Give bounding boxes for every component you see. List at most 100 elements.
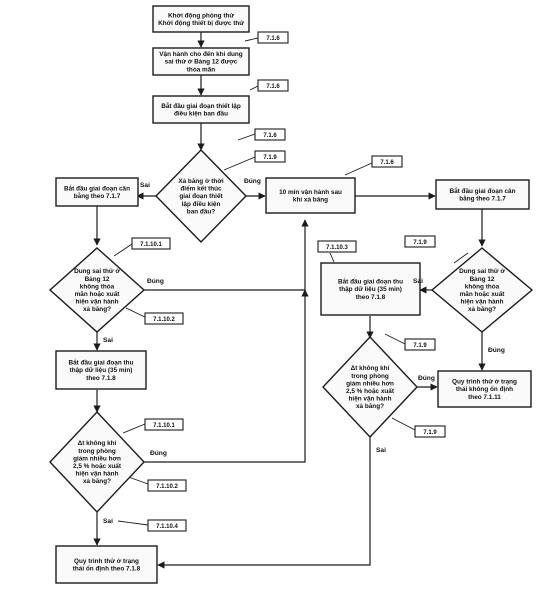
reference-text: 7.1.6 [266,36,280,42]
label-dung-tol-right: Đúng [488,347,505,354]
reference-text: 7.1.6 [263,133,277,139]
node-text-line: điểm kết thúc [180,185,222,193]
process-box [55,177,139,207]
node-text-line: xả băng? [83,306,111,313]
label-dung-defrost: Đúng [244,178,261,185]
reference-text: 7.1.6 [380,160,394,166]
reference-text: 7.1.10.3 [326,245,348,251]
decision-diamond [322,335,418,439]
node-text-line: xả băng? [468,306,496,313]
label-sai-tol-left: Sai [103,337,113,344]
node-text-line: thái ổn định theo 7.1.8 [73,565,141,573]
label-dung-temp-mid: Đúng [418,375,435,382]
node-text-line: xả băng? [83,478,111,485]
node-text-line: hiện vận hành [76,471,119,478]
node-text-line: Bảng 12 [470,276,495,283]
node-text-line: Bắt đầu giai đoạn cân [64,183,130,192]
edge-temp-left-dung-to-10min [143,289,309,463]
node-text-line: mãn hoặc xuất [460,290,506,298]
reference-text: 7.1.10.1 [153,423,175,429]
reference-tag: 7.1.9 [254,150,286,163]
node-text-line: Bắt đầu giai đoạn cân [449,186,515,195]
label-sai-tol-right: Sai [413,278,423,285]
node-text-line: ban đầu? [187,206,215,215]
node-text-line: theo 7.1.11 [468,394,501,401]
node-text-line: Khởi động thiết bị được thử [158,19,244,27]
node-text-line: thập dữ liệu (35 min) [339,286,402,293]
decision-diamond [155,148,247,244]
node-text-line: Xả băng ở thời [178,178,224,185]
reference-text: 7.1.6 [266,84,280,90]
label-sai-temp-left: Sai [103,518,113,525]
node-text-line: hiện vận hành [461,299,504,306]
node-text-line: điều kiện ban đầu [174,109,228,118]
branch-labels: Sai Đúng Đúng Sai Sai Đúng Đúng Sai Đúng… [103,178,505,525]
node-text-line: khi xả băng [293,197,328,204]
process-box [152,47,250,76]
decision-diamond [48,247,146,333]
process-box [55,545,158,584]
reference-tag: 7.1.10.2 [144,312,184,325]
process-box [320,262,421,316]
process-box [55,350,147,390]
reference-text: 7.1.10.2 [156,484,178,490]
label-dung-tol-left: Đúng [147,278,164,285]
node-text-line: Δt không khí [78,440,117,447]
section-reference-tags: 7.1.6 7.1.6 7.1.6 7.1.9 7.1.6 7.1.10.1 7.1.10.… [131,31,446,532]
node-text-line: theo 7.1.8 [356,294,386,301]
node-text-line: trong phòng [351,373,389,380]
reference-tag: 7.1.9 [404,235,436,248]
reference-tag: 7.1.6 [254,128,286,141]
reference-tag: 7.1.10.3 [317,240,357,253]
node-text-line: thỏa mãn [187,66,216,73]
node-text-line: giảm nhiều hơn [346,378,394,387]
node-text-line: bằng theo 7.1.7 [74,191,121,200]
node-text-line: mãn hoặc xuất [75,290,121,298]
node-text-line: giai đoạn thiết [179,192,223,200]
node-text-line: thập dữ liệu (35 min) [70,367,133,374]
reference-text: 7.1.9 [413,240,427,246]
reference-text: 7.1.10.2 [153,317,175,323]
node-text-line: Quy trình thử ở trạng [74,558,139,565]
label-sai-temp-mid: Sai [376,447,386,454]
node-text-line: lập điều kiện [182,199,221,208]
process-box [152,5,250,33]
node-text-line: Dung sai thử ở [74,268,120,275]
node-text-line: bằng theo 7.1.7 [459,194,506,203]
node-text-line: xả băng? [356,403,384,410]
reference-tag: 7.1.10.1 [131,237,171,250]
reference-tag: 7.1.9 [414,425,446,438]
reference-tag: 7.1.6 [257,31,289,44]
edge-tol-left-dung-to-10min [143,219,309,291]
reference-text: 7.1.9 [263,155,277,161]
label-dung-temp-left: Đúng [150,450,167,457]
node-text-line: Bắt đầu giai đoạn thu [69,358,134,367]
reference-tag: 7.1.10.4 [147,519,187,532]
node-text-line: theo 7.1.8 [86,375,116,382]
node-text-line: hiện vận hành [349,396,392,403]
process-box [435,179,530,210]
decision-diamond [49,410,145,514]
node-text-line: 2,5 % hoặc xuất [346,387,395,395]
node-text-line: Vận hành cho đến khi dung [159,50,243,58]
node-text-line: trong phòng [78,448,116,455]
reference-text: 7.1.10.1 [140,242,162,248]
connectors [93,32,486,569]
node-text-line: không thỏa [80,283,115,290]
reference-tag: 7.1.10.1 [144,418,184,431]
node-text-line: Quy trình thử ở trạng [452,379,517,386]
